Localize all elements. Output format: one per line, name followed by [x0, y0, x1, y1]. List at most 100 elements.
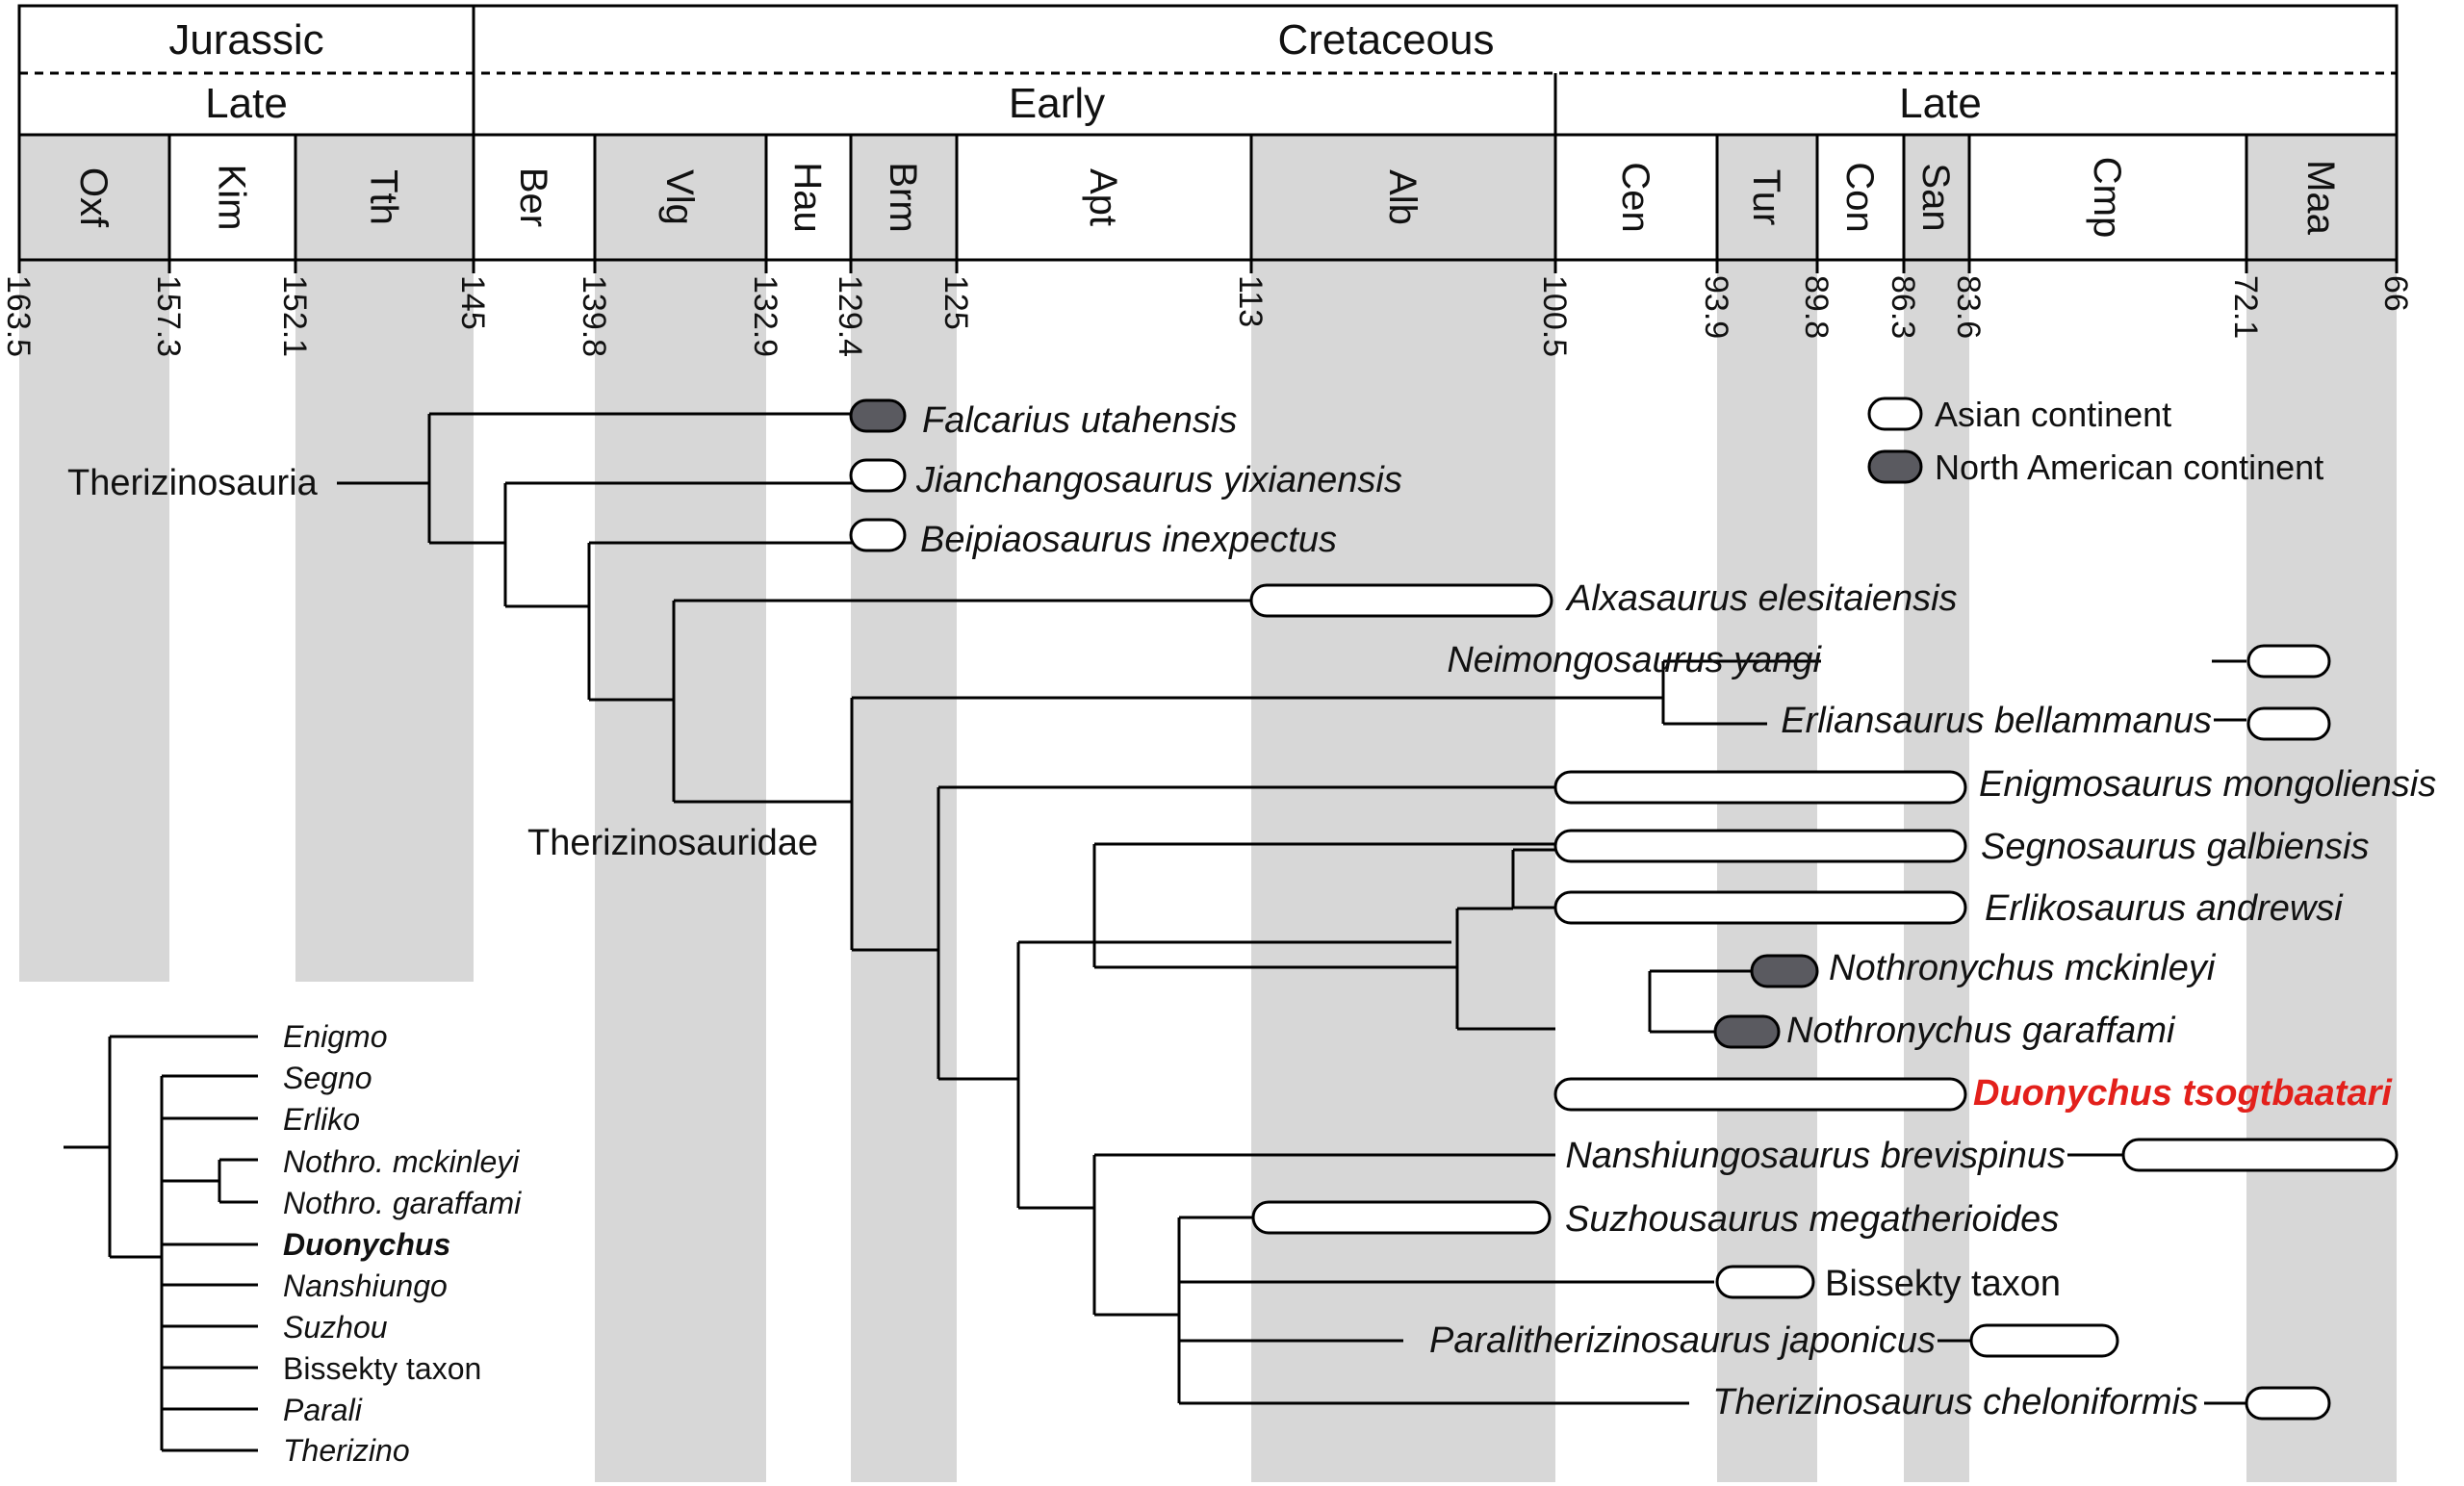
stage-band-brm	[851, 260, 957, 1482]
taxon-label-erliansaurus: Erliansaurus bellammanus	[1781, 701, 2212, 741]
stage-cell-cmp	[1967, 133, 2248, 262]
stage-label: Apt	[1082, 168, 1124, 226]
legend-swatch-north-america	[1867, 449, 1923, 484]
clade-labels: Therizinosauria Therizinosauridae	[67, 463, 818, 863]
taxon-label-duonychus-highlight: Duonychus tsogtbaatari	[1973, 1073, 2393, 1114]
range-bar-segnosaurus	[1553, 829, 1967, 863]
taxon-label-nanshiungosaurus: Nanshiungosaurus brevispinus	[1565, 1136, 2066, 1176]
taxon-label-enigmosaurus: Enigmosaurus mongoliensis	[1979, 764, 2436, 805]
inset-label: Bissekty taxon	[283, 1351, 481, 1386]
age-tick-label: 66	[2377, 275, 2414, 312]
clade-label-therizinosauridae: Therizinosauridae	[527, 823, 818, 863]
tree-branches	[337, 412, 2246, 1405]
time-scale-header: Jurassic Cretaceous Late Early Late	[17, 4, 2399, 273]
age-tick-label: 129.4	[832, 275, 868, 357]
age-tick-label: 145	[454, 275, 491, 330]
range-bar-enigmosaurus	[1553, 770, 1967, 805]
stage-label: Vlg	[658, 169, 701, 225]
stage-band-tth	[295, 260, 474, 982]
taxon-label-segnosaurus: Segnosaurus galbiensis	[1981, 827, 2370, 867]
range-bar-beipiaosaurus	[849, 518, 907, 552]
taxon-label-nothronychus-mckinleyi: Nothronychus mckinleyi	[1829, 948, 2217, 988]
range-bar-falcarius	[849, 398, 907, 433]
age-tick-label: 100.5	[1536, 275, 1573, 357]
range-bar-nanshiungosaurus	[2121, 1138, 2399, 1172]
taxon-label-therizinosaurus: Therizinosaurus cheloniformis	[1712, 1382, 2198, 1422]
stage-cell-apt	[955, 133, 1253, 262]
inset-label: Segno	[283, 1061, 372, 1095]
stage-label: Cmp	[2086, 157, 2128, 238]
stage-cells	[17, 133, 2399, 273]
age-tick-labels: 163.5 157.3 152.1 145 139.8 132.9 129.4 …	[0, 275, 2414, 357]
taxon-label-beipiaosaurus: Beipiaosaurus inexpectus	[920, 520, 1337, 560]
taxon-label-suzhousaurus: Suzhousaurus megatherioides	[1565, 1199, 2059, 1240]
range-bar-jianchangosaurus	[849, 458, 907, 493]
age-tick-label: 113	[1232, 275, 1269, 327]
age-tick-label: 163.5	[0, 275, 37, 357]
stage-cell-tth	[294, 133, 475, 262]
age-tick-label: 132.9	[747, 275, 783, 357]
range-bar-bissekty	[1715, 1265, 1815, 1299]
stage-cell-alb	[1249, 133, 1557, 262]
range-bar-paralitherizinosaurus	[1969, 1323, 2119, 1358]
range-bar-neimongosaurus	[2246, 644, 2331, 679]
taxon-label-erlikosaurus: Erlikosaurus andrewsi	[1985, 888, 2344, 929]
stage-label: Con	[1838, 162, 1881, 232]
range-bar-erlikosaurus	[1553, 890, 1967, 925]
inset-cladogram: Enigmo Segno Erliko Nothro. mckinleyi No…	[64, 1019, 522, 1468]
phylogeny-tree	[337, 412, 2246, 1405]
age-tick-label: 157.3	[150, 275, 187, 357]
stage-cell-cen	[1553, 133, 1719, 262]
epoch-label-late-cretaceous: Late	[1899, 80, 1982, 127]
stage-label: Hau	[786, 162, 829, 232]
inset-label: Therizino	[283, 1433, 410, 1468]
range-bar-nothronychus	[1750, 954, 1819, 988]
stage-label: Tth	[363, 169, 405, 225]
taxon-label-jianchangosaurus: Jianchangosaurus yixianensis	[915, 460, 1402, 500]
inset-label: Parali	[283, 1393, 363, 1427]
stage-label: Ber	[512, 167, 554, 227]
age-tick-label: 83.6	[1950, 275, 1987, 339]
legend: Asian continent North American continent	[1867, 395, 2323, 487]
inset-label: Nanshiungo	[283, 1268, 448, 1303]
age-tick-label: 93.9	[1698, 275, 1734, 339]
epoch-label-late-jurassic: Late	[205, 80, 288, 127]
stage-cell-kim	[167, 133, 297, 262]
inset-label: Erliko	[283, 1102, 360, 1137]
age-tick-label: 89.8	[1798, 275, 1835, 339]
stage-labels: Oxf Kim Tth Ber Vlg Hau Brm Apt Alb Cen …	[72, 157, 2342, 238]
taxon-label-nothronychus-garaffami: Nothronychus garaffami	[1786, 1011, 2176, 1051]
stage-bands	[19, 260, 2397, 1482]
inset-label: Enigmo	[283, 1019, 388, 1054]
period-label-jurassic: Jurassic	[168, 16, 323, 64]
range-bar-alxasaurus	[1249, 583, 1553, 618]
stage-label: San	[1914, 163, 1957, 231]
taxon-label-falcarius: Falcarius utahensis	[922, 400, 1237, 441]
taxon-label-neimongosaurus: Neimongosaurus yangi	[1447, 640, 1822, 680]
stage-cell-hau	[764, 133, 853, 262]
legend-label-asia: Asian continent	[1935, 395, 2171, 434]
taxon-label-paralitherizinosaurus: Paralitherizinosaurus japonicus	[1429, 1320, 1936, 1361]
stage-cell-oxf	[17, 133, 171, 262]
stage-cell-ber	[472, 133, 597, 262]
legend-label-north-america: North American continent	[1935, 448, 2323, 487]
taxon-labels: Falcarius utahensis Jianchangosaurus yix…	[915, 400, 2436, 1422]
range-bar-suzhousaurus	[1251, 1200, 1552, 1235]
inset-label: Nothro. garaffami	[283, 1186, 522, 1220]
stage-band-alb	[1251, 260, 1555, 1482]
age-tick-label: 125	[937, 275, 974, 330]
stage-label: Maa	[2299, 160, 2342, 236]
age-tick-label: 152.1	[276, 275, 313, 357]
stage-label: Cen	[1614, 162, 1656, 232]
stage-cell-vlg	[593, 133, 768, 262]
stage-label: Brm	[882, 162, 924, 232]
epoch-label-early-cretaceous: Early	[1009, 80, 1105, 127]
inset-label-duonychus: Duonychus	[283, 1227, 450, 1262]
clade-label-therizinosauria: Therizinosauria	[67, 463, 319, 503]
inset-tree-branches	[64, 1035, 258, 1452]
age-tick-label: 139.8	[576, 275, 612, 357]
range-bar-erliansaurus	[2246, 706, 2331, 741]
stage-cell-tur	[1715, 133, 1819, 262]
stage-label: Oxf	[72, 167, 115, 228]
